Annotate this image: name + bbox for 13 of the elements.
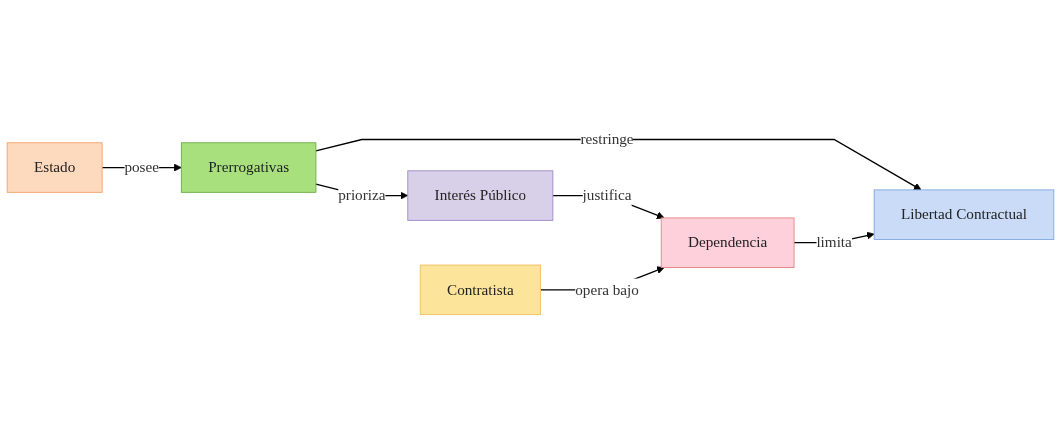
edge-label: restringe <box>580 130 634 148</box>
node-box: Estado <box>6 142 103 193</box>
node-box: Interés Público <box>407 170 554 221</box>
node-box: Dependencia <box>660 217 795 269</box>
edge-label: prioriza <box>338 187 386 204</box>
edge-label: opera bajo <box>575 281 639 299</box>
node-box: Contratista <box>419 264 541 316</box>
node-box: Libertad Contractual <box>873 189 1055 241</box>
node-box: Prerrogativas <box>180 142 317 193</box>
edge-label: limita <box>816 234 852 252</box>
arrow <box>315 139 922 191</box>
edge-label: justifica <box>582 187 632 204</box>
edge-label: posee <box>124 158 160 176</box>
